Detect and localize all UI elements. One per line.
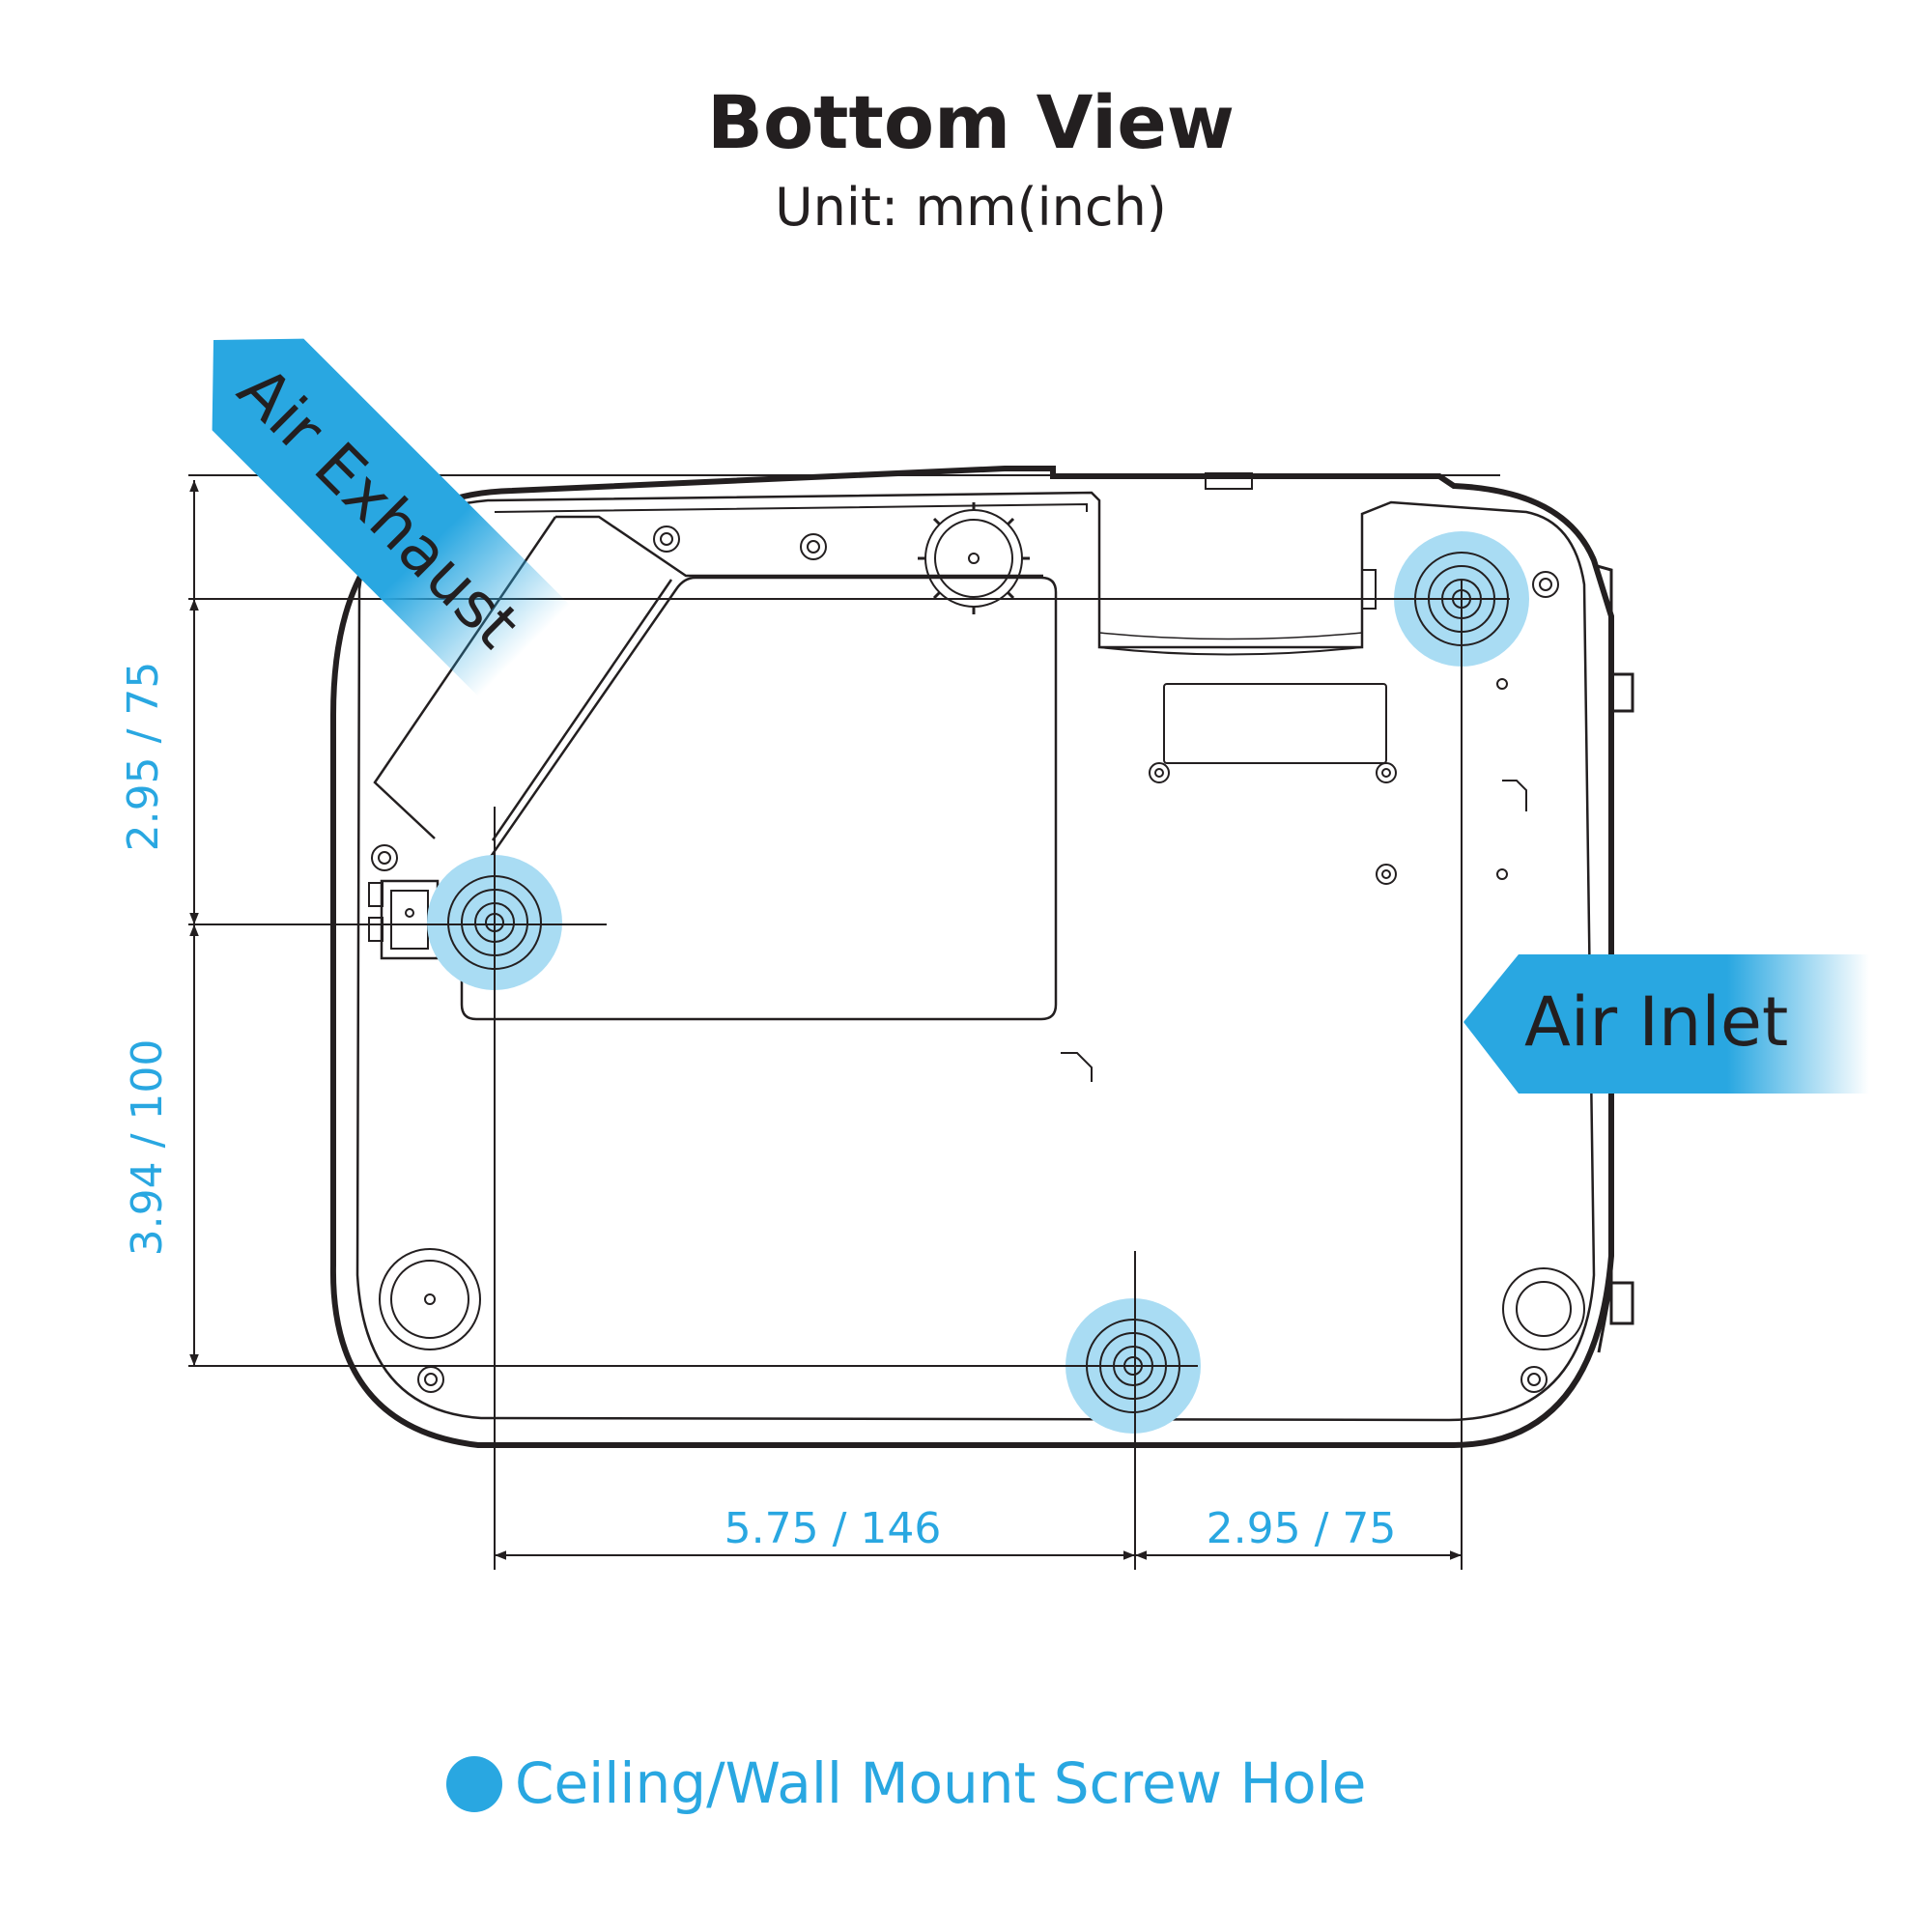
air-inlet-label: Air Inlet (1524, 982, 1788, 1062)
dimension-bottom-left: 5.75 / 146 (724, 1504, 942, 1553)
dimension-bottom-right: 2.95 / 75 (1207, 1504, 1397, 1553)
air-exhaust-callout: Air Exhaust (212, 338, 571, 697)
legend: Ceiling/Wall Mount Screw Hole (446, 1750, 1366, 1816)
air-exhaust-arrow (212, 338, 571, 697)
legend-dot-icon (446, 1756, 502, 1812)
air-inlet-callout: Air Inlet (1463, 954, 1869, 1094)
legend-label: Ceiling/Wall Mount Screw Hole (515, 1750, 1366, 1816)
page-title: Bottom View (707, 79, 1235, 165)
dimension-left-lower: 3.94 / 100 (123, 1039, 172, 1257)
air-exhaust-label: Air Exhaust (224, 353, 534, 663)
unit-subtitle: Unit: mm(inch) (775, 177, 1167, 238)
dimension-left-upper: 2.95 / 75 (119, 662, 168, 852)
air-inlet-arrow (1463, 954, 1869, 1094)
projector-body (188, 466, 1634, 1448)
